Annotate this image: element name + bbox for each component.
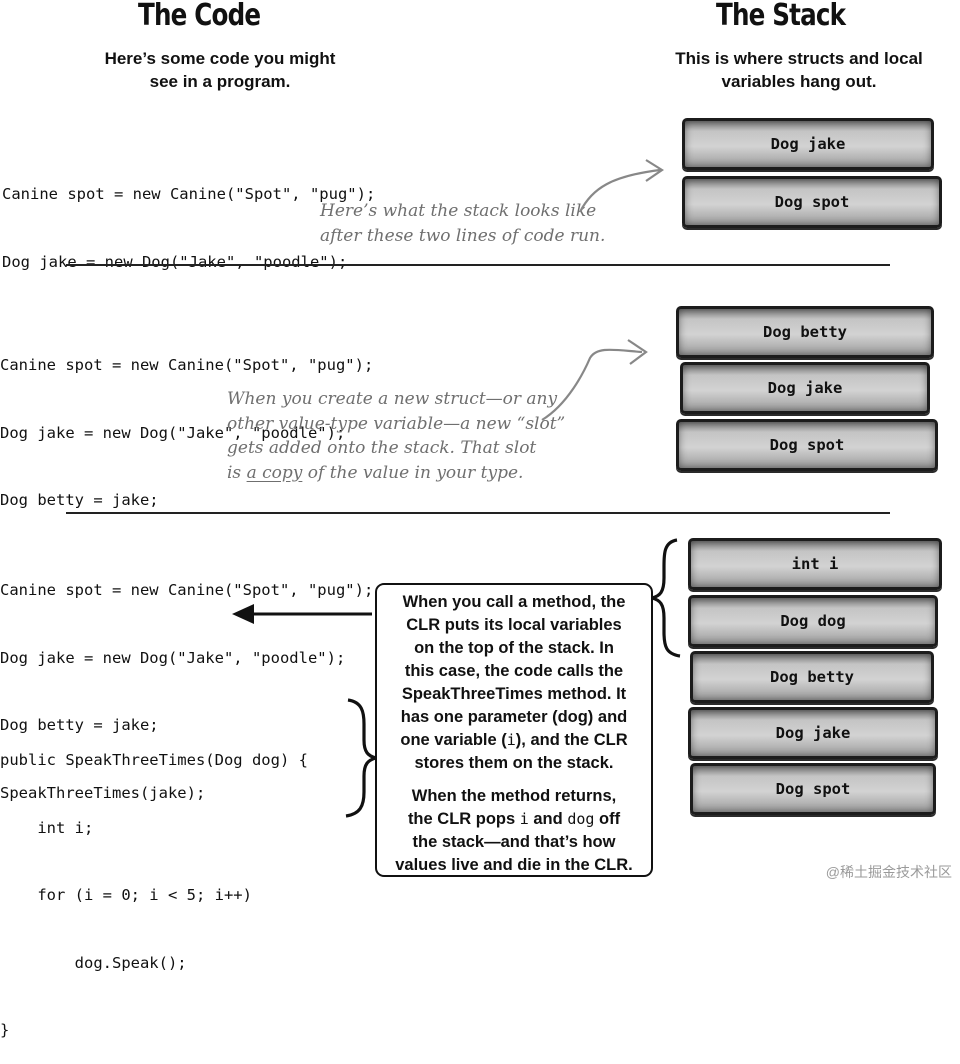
code-line: } [0,1021,10,1039]
panel3-stack: int i Dog dog Dog betty Dog jake Dog spo… [688,538,944,815]
code-line: Dog jake = new Dog("Jake", "poodle"); [0,648,346,667]
stack-slot: Dog spot [690,763,936,815]
code-line: Dog betty = jake; [0,716,159,734]
code-line: Canine spot = new Canine("Spot", "pug"); [2,185,376,203]
arrowhead-icon [232,604,254,624]
panel1-note: Here’s what the stack looks like after t… [320,201,606,246]
annotation-graphics [232,159,681,818]
code-subhead: Here’s some code you might see in a prog… [104,49,336,91]
underlined-copy: a copy [246,462,303,483]
arrowhead-icon [645,159,665,182]
stack-slot: Dog dog [688,595,938,647]
stack-slot: Dog spot [682,176,942,228]
code-line: SpeakThreeTimes(jake); [0,783,206,802]
code-line: Dog jake = new Dog("Jake", "poodle"); [2,252,348,271]
code-line: Dog jake = new Dog("Jake", "poodle"); [0,423,346,442]
stack-slot: int i [688,538,942,590]
stack-slot: Dog betty [676,306,934,358]
curly-brace-icon [345,698,377,818]
clr-callout: When you call a method, the CLR puts its… [375,583,653,877]
divider [66,264,890,266]
stack-slot: Dog jake [680,362,930,414]
code-line: Canine spot = new Canine("Spot", "pug"); [0,581,374,599]
curly-brace-icon [651,538,681,658]
panel2-stack: Dog betty Dog jake Dog spot [676,306,946,471]
panel2-code: Canine spot = new Canine("Spot", "pug");… [0,309,373,534]
code-line: Dog betty = jake; [0,491,159,509]
stack-subhead: This is where structs and local variable… [675,49,923,91]
panel3-code: Canine spot = new Canine("Spot", "pug");… [0,534,373,827]
curved-arrow-icon [579,168,661,213]
panel2-note: When you create a new struct—or any othe… [227,389,566,483]
divider [66,512,890,514]
stack-slot: Dog jake [682,118,934,170]
stack-slot: Dog jake [688,707,938,759]
stack-slot: Dog spot [676,419,938,471]
watermark: @稀土掘金技术社区 [825,864,952,880]
stack-heading: The Stack [716,0,846,33]
panel1-code: Canine spot = new Canine("Spot", "pug");… [2,138,375,296]
code-line: Canine spot = new Canine("Spot", "pug"); [0,356,374,374]
code-heading: The Code [138,0,261,33]
code-line: dog.Speak(); [0,953,187,972]
panel1-stack: Dog jake Dog spot [682,118,944,228]
stack-slot: Dog betty [690,651,934,703]
curved-arrow-icon [541,348,643,421]
code-line: public SpeakThreeTimes(Dog dog) { [0,751,308,769]
code-line: int i; [0,818,94,837]
arrowhead-icon [627,339,648,365]
